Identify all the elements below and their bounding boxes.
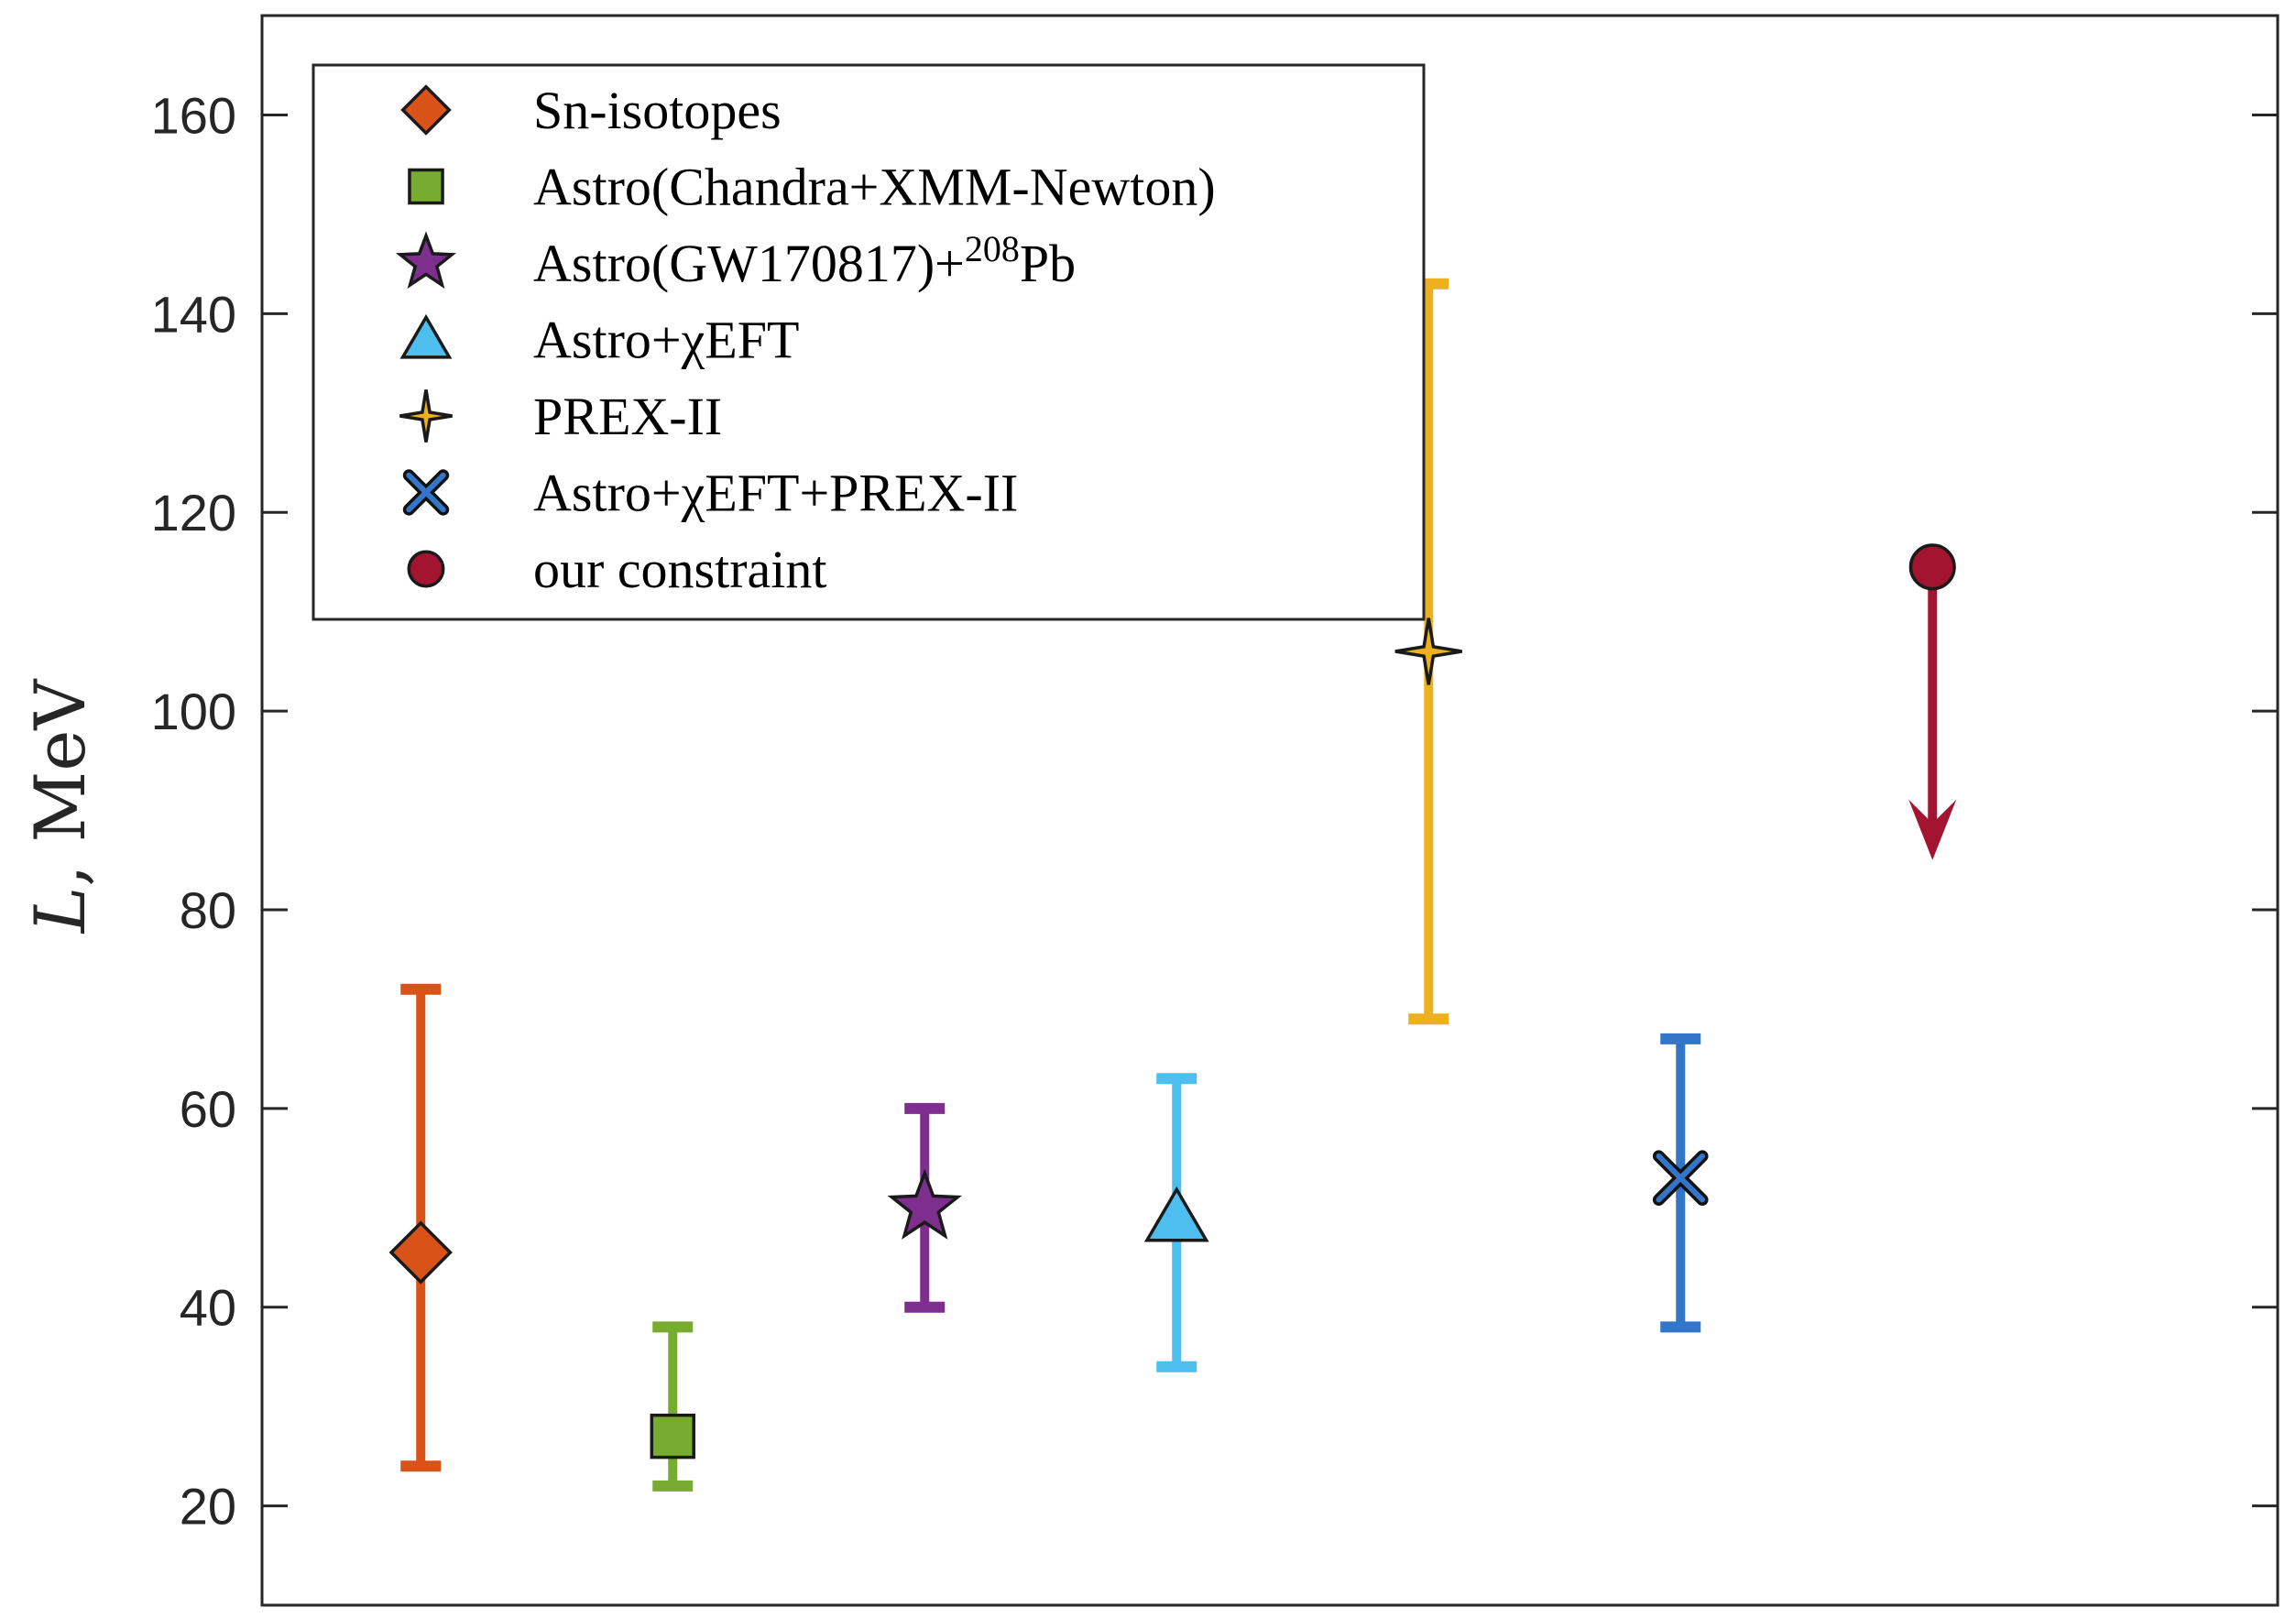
series-1 <box>388 983 453 1472</box>
legend-marker-diamond <box>400 84 452 136</box>
legend-marker-triangle <box>399 313 453 359</box>
y-axis-label-unit: , MeV <box>19 679 101 887</box>
y-tick-label: 100 <box>151 683 236 740</box>
legend-entry-3: Astro(GW170817)+208Pb <box>395 228 1076 293</box>
legend-box <box>312 63 1426 621</box>
y-tick-label: 120 <box>151 484 236 541</box>
legend-label: Astro(GW170817)+208Pb <box>533 228 1076 293</box>
legend-label-text: PREX-II <box>533 387 722 446</box>
series-4 <box>1143 1073 1209 1372</box>
legend-label: Astro(Chandra+XMM-Newton) <box>533 158 1216 217</box>
data-point-x <box>1652 1150 1709 1207</box>
data-point-star <box>887 1168 962 1240</box>
y-tick-label: 40 <box>180 1279 236 1337</box>
legend-label-text: Astro(GW170817)+ <box>533 234 965 293</box>
y-tick-label: 140 <box>151 285 236 343</box>
legend-entry-1: Sn-isotopes <box>400 81 782 140</box>
y-axis-label: L, MeV <box>19 679 101 935</box>
data-point-square <box>650 1413 695 1459</box>
y-axis-label-italic: L <box>19 887 101 935</box>
data-point-circle <box>1908 543 1956 591</box>
legend-entry-7: our constraint <box>407 540 827 599</box>
series-7 <box>1908 543 1957 860</box>
y-tick-label: 160 <box>151 86 236 144</box>
legend-label-text: Astro(Chandra+XMM-Newton) <box>533 158 1216 217</box>
legend-marker-circle <box>407 550 445 588</box>
series-3 <box>887 1102 962 1313</box>
upper-limit-arrow-head <box>1908 799 1957 860</box>
legend-marker-x <box>402 469 450 516</box>
legend-marker-four-point-star <box>399 389 453 443</box>
data-point-x-fill <box>1656 1153 1706 1203</box>
legend-label-superscript: 208 <box>965 228 1020 269</box>
y-tick-label: 60 <box>180 1080 236 1138</box>
series-6 <box>1652 1033 1709 1333</box>
y-tick-label: 80 <box>180 881 236 939</box>
legend-label-tail: Pb <box>1020 234 1076 293</box>
legend-marker-x-fill <box>406 472 446 513</box>
series-5 <box>1394 278 1462 1025</box>
legend-entry-4: Astro+χEFT <box>399 311 799 370</box>
legend-label-text: Sn-isotopes <box>533 81 782 140</box>
data-point-four-point-star <box>1394 618 1462 685</box>
legend-marker-star <box>395 231 457 290</box>
data-point-diamond <box>388 1220 453 1285</box>
series-2 <box>650 1321 695 1492</box>
plot-frame <box>260 14 2280 1607</box>
legend-label-text: Astro+χEFT <box>533 311 799 370</box>
legend-label: our constraint <box>533 540 827 599</box>
legend-marker-square <box>408 168 444 205</box>
legend-entry-2: Astro(Chandra+XMM-Newton) <box>408 158 1216 217</box>
data-point-triangle <box>1143 1186 1209 1242</box>
legend-label: PREX-II <box>533 387 722 446</box>
legend-label: Sn-isotopes <box>533 81 782 140</box>
legend-label-text: Astro+χEFT+PREX-II <box>533 464 1018 523</box>
y-tick-label: 20 <box>180 1478 236 1536</box>
legend-entry-6: Astro+χEFT+PREX-II <box>402 464 1018 523</box>
legend-label-text: our constraint <box>533 540 827 599</box>
legend-entry-5: PREX-II <box>399 387 722 446</box>
legend-label: Astro+χEFT <box>533 311 799 370</box>
legend-label: Astro+χEFT+PREX-II <box>533 464 1018 523</box>
